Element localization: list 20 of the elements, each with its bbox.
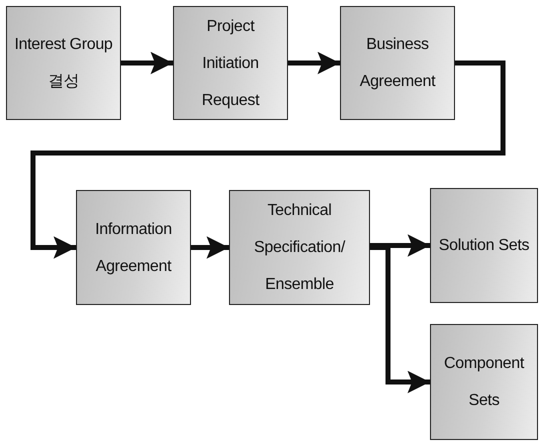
box-label: Business Agreement bbox=[358, 35, 436, 92]
box-label: Component Sets bbox=[442, 354, 526, 411]
box-label: Project Initiation Request bbox=[200, 16, 260, 110]
process-box bbox=[76, 190, 191, 305]
box-label: Solution Sets bbox=[438, 236, 530, 256]
arrow bbox=[191, 236, 229, 259]
arrow bbox=[288, 52, 340, 74]
arrow bbox=[30, 60, 506, 259]
box-label: Information Agreement bbox=[94, 220, 173, 276]
process-box bbox=[229, 190, 370, 305]
box-label: Technical Specification/ Ensemble bbox=[253, 201, 346, 295]
arrow bbox=[121, 52, 173, 74]
process-box bbox=[6, 6, 121, 120]
arrow bbox=[370, 245, 430, 394]
process-box bbox=[340, 6, 455, 120]
box-label: Interest Group 결성 bbox=[13, 35, 114, 92]
process-box bbox=[430, 324, 538, 440]
process-box bbox=[430, 188, 538, 303]
process-box bbox=[173, 6, 288, 120]
arrow bbox=[370, 234, 430, 257]
